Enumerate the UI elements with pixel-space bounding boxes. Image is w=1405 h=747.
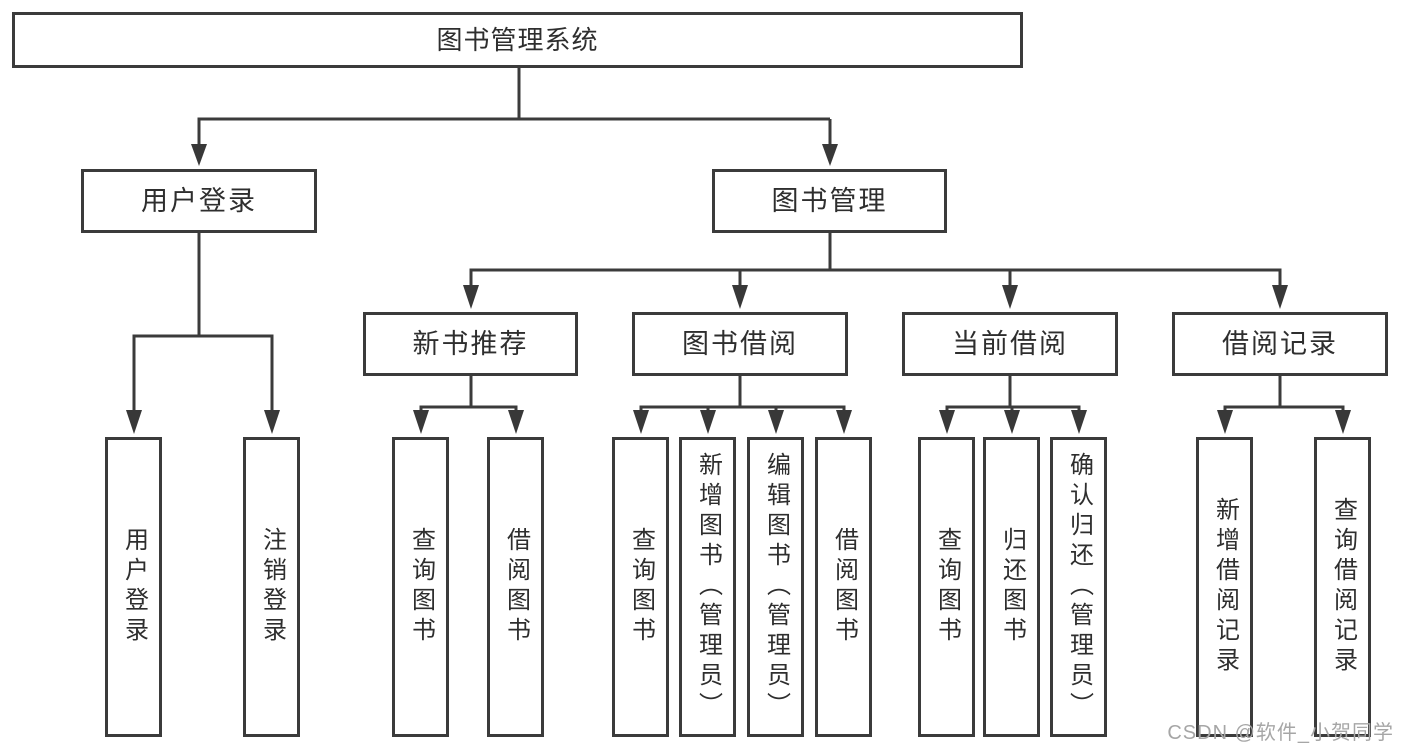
node-leaf-edit-books-admin: 编辑图书（管理员） (747, 437, 804, 737)
node-leaf-query-books-current: 查询图书 (918, 437, 975, 737)
connector-record-to-leaves (1217, 376, 1351, 434)
node-leaf-query-books-borrow: 查询图书 (612, 437, 669, 737)
node-leaf-borrow-books-recommend: 借阅图书 (487, 437, 544, 737)
node-leaf-add-books-admin: 新增图书（管理员） (679, 437, 736, 737)
node-leaf-borrow-books: 借阅图书 (815, 437, 872, 737)
node-book-management-branch: 图书管理 (712, 169, 947, 233)
connector-login-to-leaves (126, 233, 280, 434)
node-leaf-logout: 注销登录 (243, 437, 300, 737)
node-library-management-system: 图书管理系统 (12, 12, 1023, 68)
connector-management-to-level3 (463, 233, 1288, 309)
connector-current-to-leaves (939, 376, 1087, 434)
node-leaf-add-borrow-record: 新增借阅记录 (1196, 437, 1253, 737)
connector-borrow-to-leaves (633, 376, 852, 434)
connector-recommend-to-leaves (413, 376, 524, 434)
node-new-book-recommend: 新书推荐 (363, 312, 578, 376)
node-leaf-query-borrow-record: 查询借阅记录 (1314, 437, 1371, 737)
node-leaf-return-books: 归还图书 (983, 437, 1040, 737)
node-leaf-query-books-recommend: 查询图书 (392, 437, 449, 737)
node-borrow-record: 借阅记录 (1172, 312, 1388, 376)
connector-root-to-level2 (191, 68, 838, 166)
node-book-borrow: 图书借阅 (632, 312, 848, 376)
node-user-login-branch: 用户登录 (81, 169, 317, 233)
node-leaf-user-login: 用户登录 (105, 437, 162, 737)
node-leaf-confirm-return-admin: 确认归还（管理员） (1050, 437, 1107, 737)
watermark-text: CSDN @软件_小贺同学 (1167, 722, 1394, 744)
node-current-borrow: 当前借阅 (902, 312, 1118, 376)
